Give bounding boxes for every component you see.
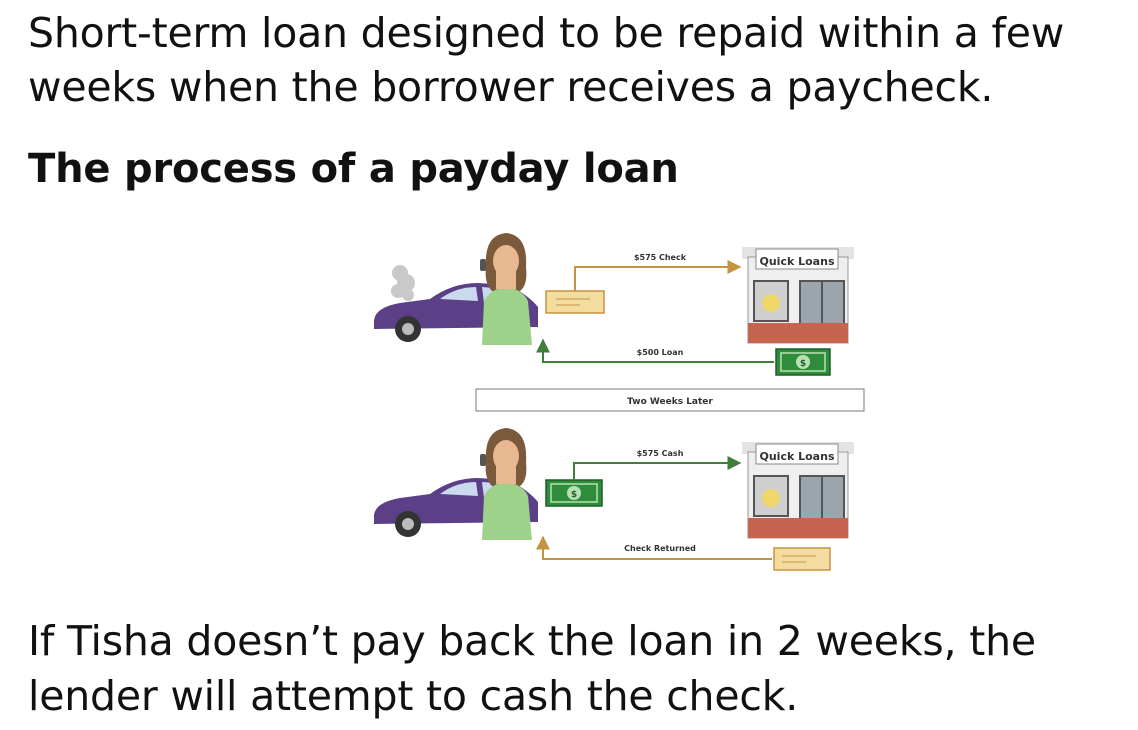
payday-loan-diagram: $575 Check Quick Loans $ $500 Loan (360, 225, 880, 585)
two-weeks-later-banner: Two Weeks Later (475, 388, 865, 412)
arrow-cash-to-store: $575 Cash (573, 449, 742, 480)
store-sign: Quick Loans (760, 450, 835, 463)
store-sign: Quick Loans (760, 255, 835, 268)
arrow-returned-label: Check Returned (624, 544, 696, 553)
section-heading: The process of a payday loan (28, 146, 679, 192)
svg-text:$: $ (800, 359, 806, 369)
divider-label: Two Weeks Later (627, 397, 713, 407)
quick-loans-store-icon: Quick Loans (742, 247, 854, 344)
quick-loans-store-icon: Quick Loans (742, 442, 854, 539)
svg-text:$: $ (571, 490, 577, 500)
money-bill-icon: $ (775, 348, 831, 376)
arrow-check-returned: Check Returned (536, 535, 772, 560)
check-icon (773, 547, 831, 571)
arrow-check-to-store: $575 Check (574, 253, 742, 291)
top-scene: $575 Check Quick Loans $ $500 Loan (374, 233, 854, 376)
arrow-loan-label: $500 Loan (637, 348, 684, 357)
arrow-loan-to-borrower: $500 Loan (536, 338, 774, 363)
intro-text: Short-term loan designed to be repaid wi… (28, 9, 1065, 111)
arrow-check-label: $575 Check (634, 253, 687, 262)
check-icon (545, 290, 605, 314)
smoke-icon (391, 265, 415, 301)
money-bill-icon: $ (545, 479, 603, 507)
conclusion-text: If Tisha doesn’t pay back the loan in 2 … (28, 617, 1036, 720)
borrower-woman-icon (480, 233, 532, 345)
arrow-cash-label: $575 Cash (637, 449, 684, 458)
bottom-scene: $ $575 Cash Quick Loans Check Returned (374, 428, 854, 571)
borrower-woman-icon (480, 428, 532, 540)
